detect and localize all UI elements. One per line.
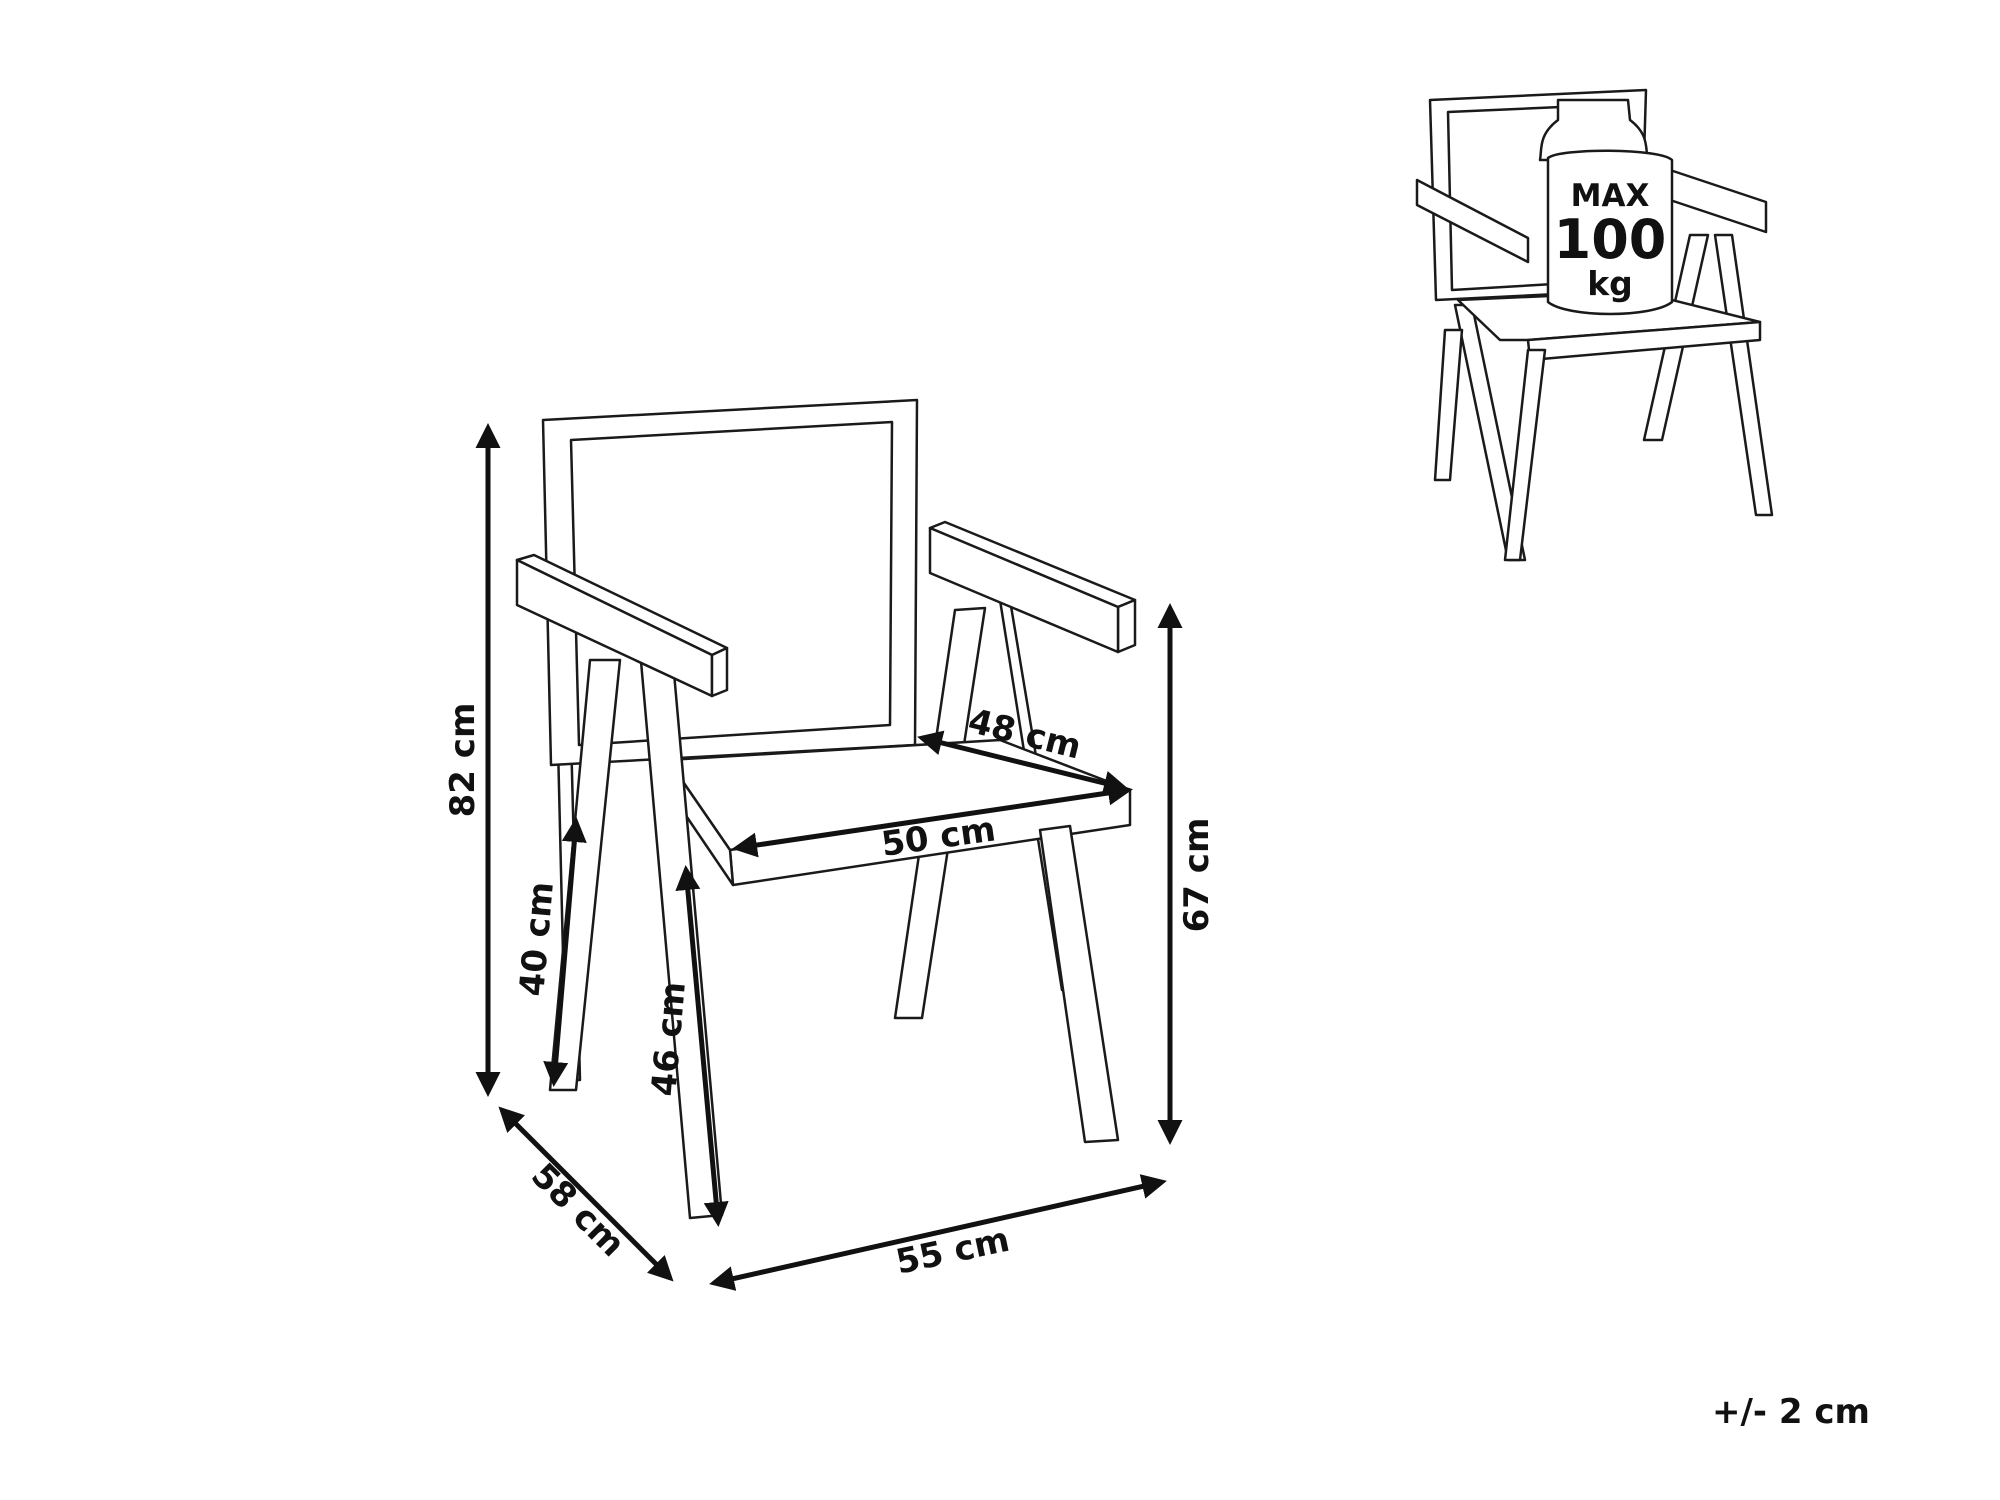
arrow-50cm xyxy=(732,780,1133,858)
dimension-arrows xyxy=(475,423,1183,1291)
arrow-40cm xyxy=(543,817,587,1087)
chair-main-drawing xyxy=(515,398,1137,1220)
label-armrest-height: 67 cm xyxy=(1177,818,1217,933)
label-seat-height-side: 46 cm xyxy=(644,980,694,1098)
label-depth: 58 cm xyxy=(523,1156,632,1265)
weight-badge-value: 100 xyxy=(1554,208,1667,271)
arrow-46cm xyxy=(675,865,729,1227)
label-seat-height-front: 40 cm xyxy=(512,880,562,998)
arrow-58cm xyxy=(498,1106,674,1282)
arrow-55cm xyxy=(709,1174,1167,1291)
tolerance-note: +/- 2 cm xyxy=(1712,1392,1870,1432)
weight-badge-max: MAX xyxy=(1571,178,1650,214)
label-height-total: 82 cm xyxy=(443,703,483,818)
arrow-48cm xyxy=(917,730,1129,796)
weight-badge-unit: kg xyxy=(1587,264,1633,303)
chair-small-drawing: MAX 100 kg xyxy=(1415,88,1774,562)
weight-badge: MAX 100 kg xyxy=(1538,98,1674,316)
